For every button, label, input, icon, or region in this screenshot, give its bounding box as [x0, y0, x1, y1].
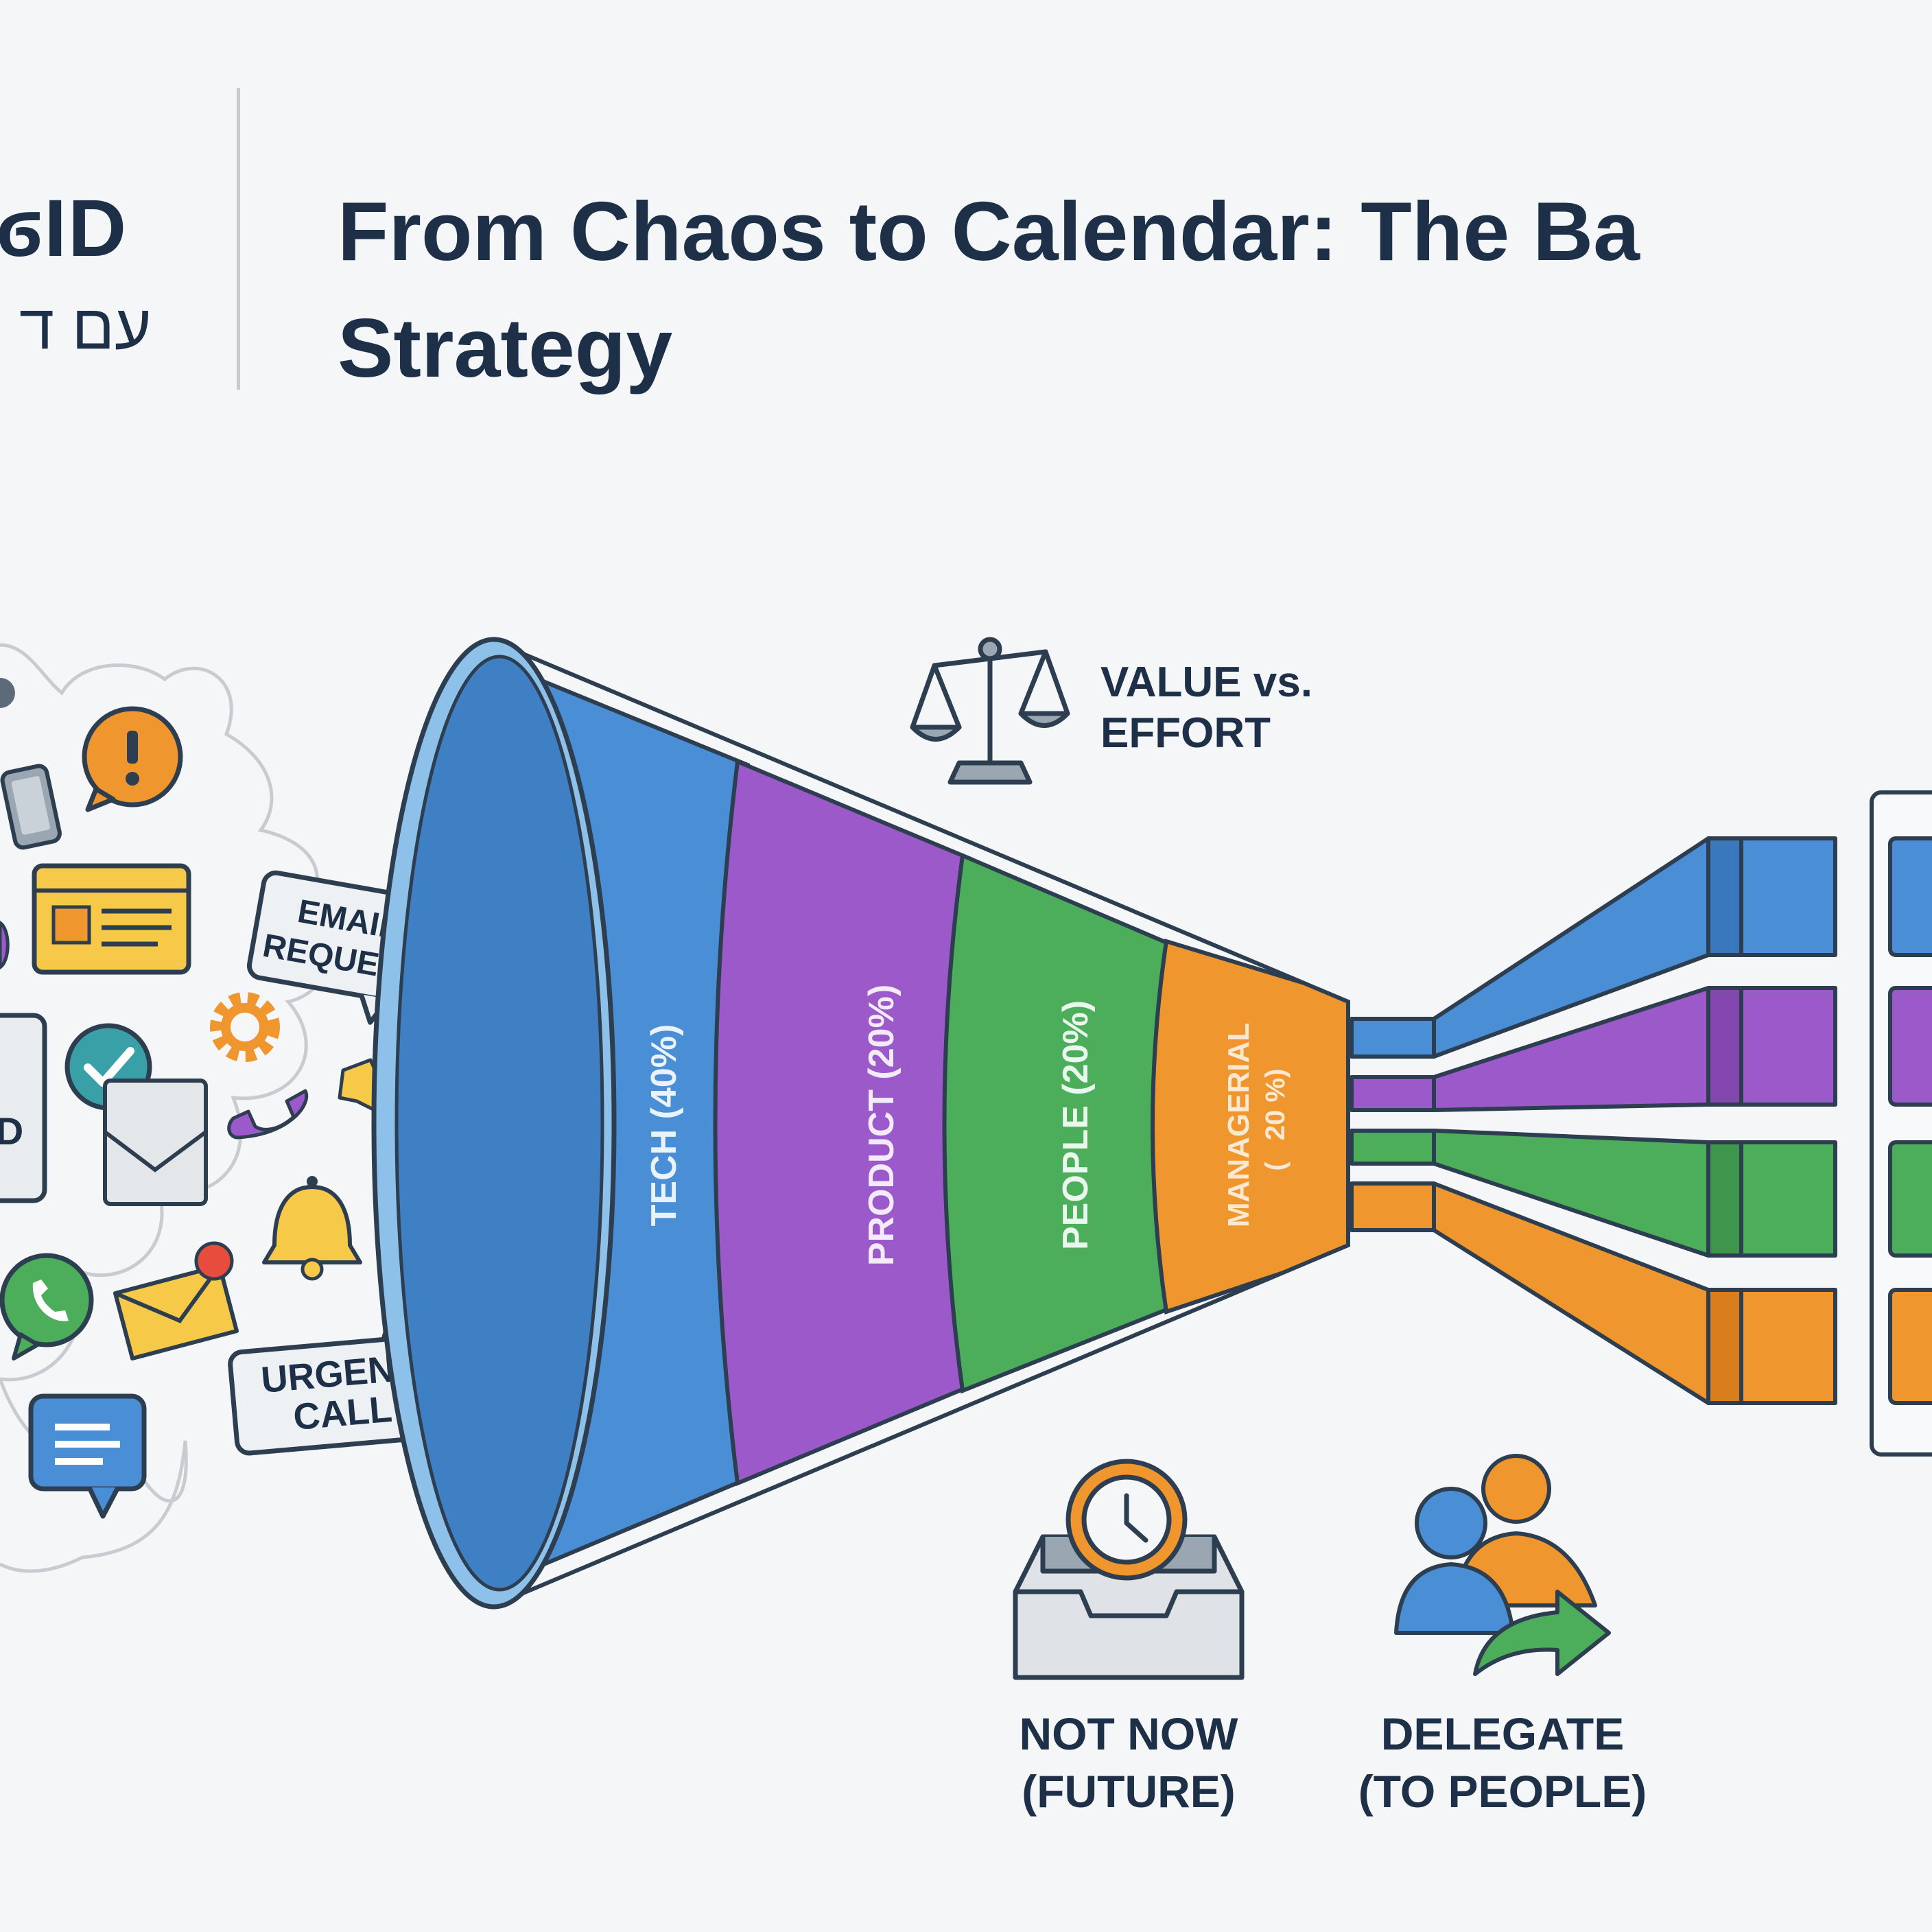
delegate-line1: DELEGATE: [1380, 1708, 1625, 1759]
value-effort-line2: EFFORT: [1100, 709, 1271, 757]
chat-bubble-icon: [28, 1393, 147, 1519]
browser-window-icon: [32, 863, 191, 975]
calendar-slot-people: [1888, 1140, 1932, 1258]
logo-text: ϭID: [0, 183, 128, 274]
channel-managerial: [1350, 1181, 1837, 1405]
segment-label-managerial: MANAGERIAL ( 20 %): [1222, 1023, 1291, 1227]
segment-label-managerial-name: MANAGERIAL: [1222, 1023, 1256, 1227]
alert-bubble-icon: [82, 706, 183, 812]
logo-subtext: עם ד: [19, 292, 152, 362]
delegate-line2: (TO PEOPLE): [1358, 1766, 1647, 1817]
channel-product: [1350, 986, 1837, 1112]
delegate-label: DELEGATE (TO PEOPLE): [1324, 1705, 1681, 1820]
channel-tech: [1350, 836, 1837, 1059]
segment-label-managerial-pct: 20: [1260, 1110, 1291, 1141]
value-effort-line1: VALUE vs.: [1100, 659, 1312, 706]
delegate-people-icon: [1394, 1454, 1611, 1676]
calendar-slot-tech: [1888, 836, 1932, 957]
title-line-2: Strategy: [338, 301, 673, 394]
balance-scale-icon: [910, 637, 1070, 785]
funnel-outline: [493, 639, 1350, 1607]
document-icon: D: [0, 1013, 47, 1203]
title-line-1: From Chaos to Calendar: The Ba: [338, 185, 1640, 278]
gear-small-icon: [0, 678, 15, 708]
not-now-line2: (FUTURE): [1022, 1766, 1236, 1817]
not-now-label: NOT NOW (FUTURE): [1002, 1705, 1256, 1820]
calendar-slot-product: [1888, 986, 1932, 1107]
whatsapp-icon: [0, 1253, 94, 1360]
smartphone-icon: [0, 764, 62, 850]
output-channels: [1350, 836, 1837, 1405]
inbox-clock-icon: [1013, 1459, 1245, 1680]
urgent-call-line2: CALL: [292, 1389, 394, 1438]
calendar-slot-managerial: [1888, 1288, 1932, 1405]
svg-text:%): %): [1260, 1069, 1291, 1103]
funnel-segment-managerial: [1151, 939, 1348, 1315]
calendar-panel: [1870, 790, 1932, 1457]
funnel-segment-product: [713, 758, 974, 1487]
svg-text:(: (: [1260, 1162, 1291, 1171]
purple-bubble-icon: [0, 920, 10, 970]
envelope-notification-icon: [113, 1241, 239, 1360]
value-effort-label: VALUE vs. EFFORT: [1100, 657, 1312, 759]
not-now-line1: NOT NOW: [1019, 1708, 1238, 1759]
channel-people: [1350, 1129, 1837, 1258]
gear-orange-icon: [210, 992, 280, 1062]
segment-label-product: PRODUCT (20%): [862, 985, 902, 1266]
segment-label-people: PEOPLE (20%): [1056, 1000, 1096, 1250]
header-divider: [237, 88, 240, 390]
document-label: D: [0, 1109, 23, 1153]
segment-label-tech: TECH (40%): [644, 1024, 684, 1227]
bell-icon: [262, 1176, 362, 1281]
phone-purple-icon: [227, 1089, 309, 1140]
envelope-open-icon: [103, 1079, 208, 1206]
page-title: From Chaos to Calendar: The Ba Strategy: [338, 173, 1640, 406]
funnel-mouth-inner: [394, 655, 604, 1592]
